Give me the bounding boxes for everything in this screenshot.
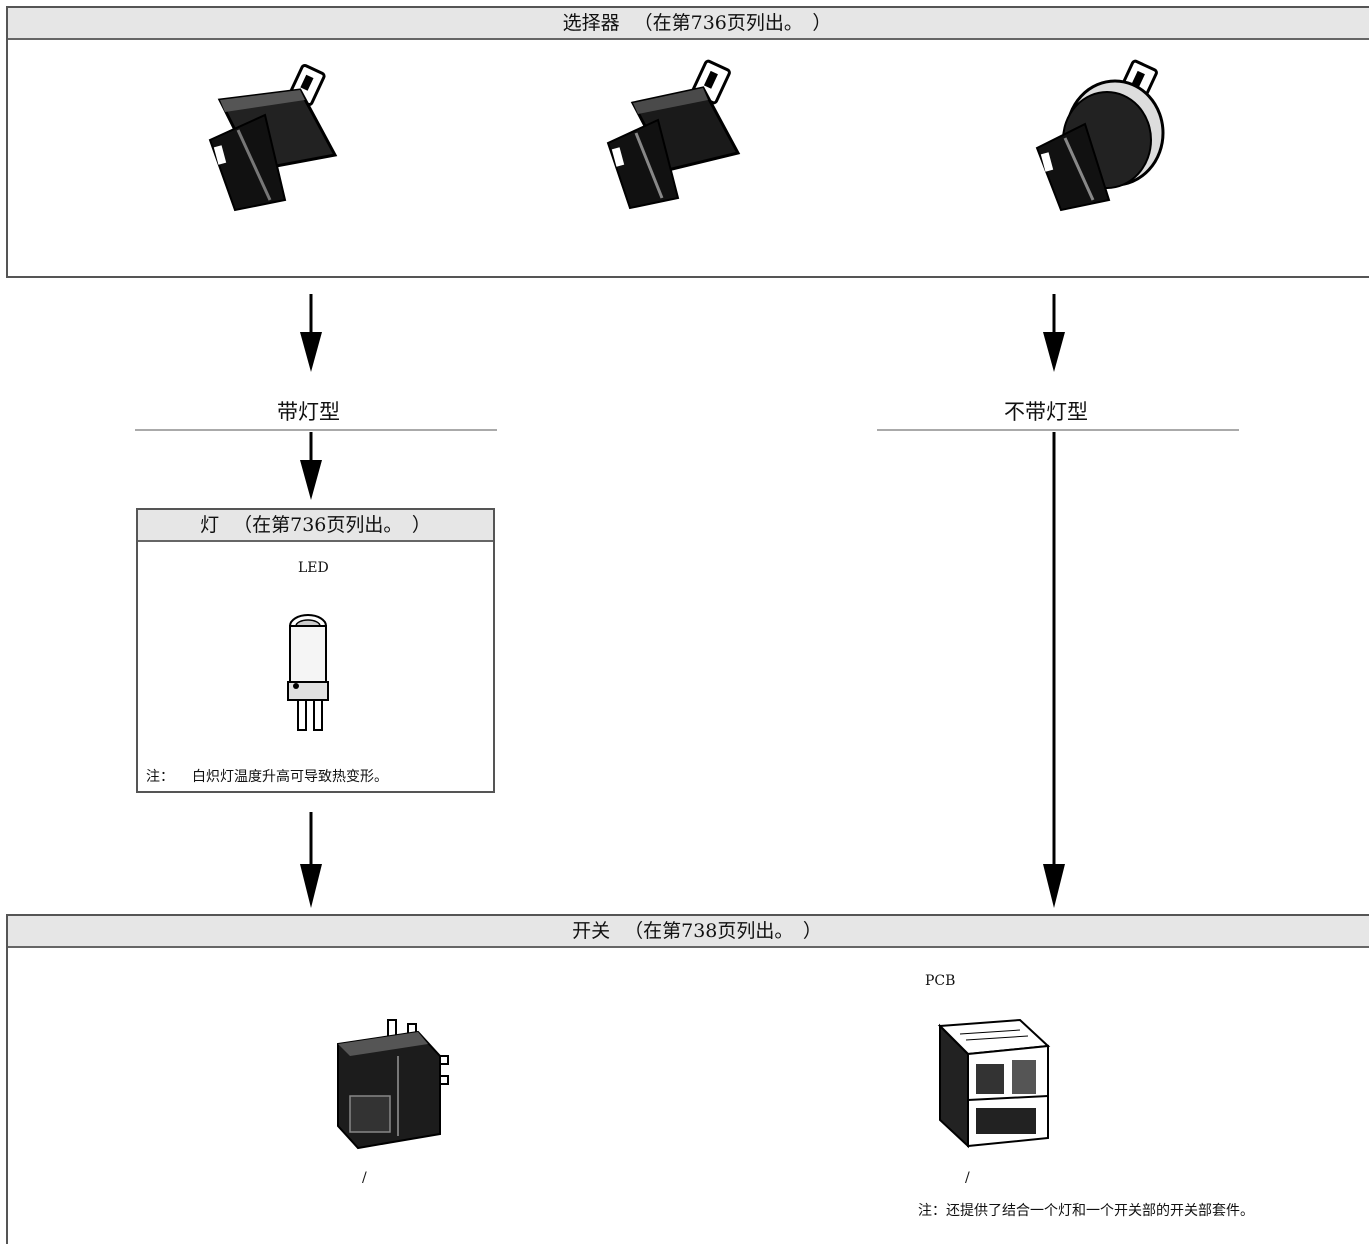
lamp-type-label: LED — [298, 560, 329, 576]
led-lamp-icon — [287, 614, 329, 731]
selector-panel-header: 选择器 （在第736页列出。 ） — [8, 8, 1369, 40]
switch-left-caption: / — [362, 1170, 367, 1186]
branch-non-lighted-divider — [877, 429, 1239, 431]
branch-lighted-label: 带灯型 — [277, 400, 340, 424]
pcb-switch-icon — [937, 1018, 1051, 1149]
lamp-note-prefix: 注： — [146, 769, 174, 785]
branch-non-lighted-label: 不带灯型 — [1004, 400, 1088, 424]
arrow-down-right-long — [1043, 432, 1065, 908]
switch-note: 注：还提供了结合一个灯和一个开关部的开关部套件。 — [918, 1200, 1254, 1220]
selector-rect-icon — [606, 59, 741, 210]
lamp-title: 灯 — [200, 514, 220, 536]
branch-lighted-divider — [135, 429, 497, 431]
switch-title: 开关 — [572, 920, 611, 942]
lamp-note-text: 白炽灯温度升高可导致热变形。 — [192, 769, 388, 785]
switch-ref: （在第738页列出。 ） — [624, 920, 822, 942]
selector-round-icon — [1035, 59, 1165, 212]
switch-unit-icon — [337, 1019, 449, 1150]
switch-panel: 开关 （在第738页列出。 ） — [6, 914, 1369, 1244]
switch-note-prefix: 注： — [918, 1203, 946, 1219]
arrow-down-left-2 — [300, 432, 322, 500]
lamp-ref: （在第736页列出。 ） — [233, 514, 431, 536]
lamp-note: 注： 白炽灯温度升高可导致热变形。 — [146, 766, 388, 786]
lamp-panel-header: 灯 （在第736页列出。 ） — [138, 510, 493, 542]
switch-panel-header: 开关 （在第738页列出。 ） — [8, 916, 1369, 948]
arrow-down-left-3 — [300, 812, 322, 908]
switch-pcb-label: PCB — [925, 973, 956, 989]
switch-right-caption: / — [965, 1170, 970, 1186]
selector-square-icon — [208, 64, 338, 212]
arrow-down-right-1 — [1043, 294, 1065, 372]
switch-note-text: 还提供了结合一个灯和一个开关部的开关部套件。 — [946, 1203, 1254, 1219]
selector-title: 选择器 — [562, 12, 620, 34]
arrow-down-left-1 — [300, 294, 322, 372]
selector-ref: （在第736页列出。 ） — [633, 12, 832, 34]
